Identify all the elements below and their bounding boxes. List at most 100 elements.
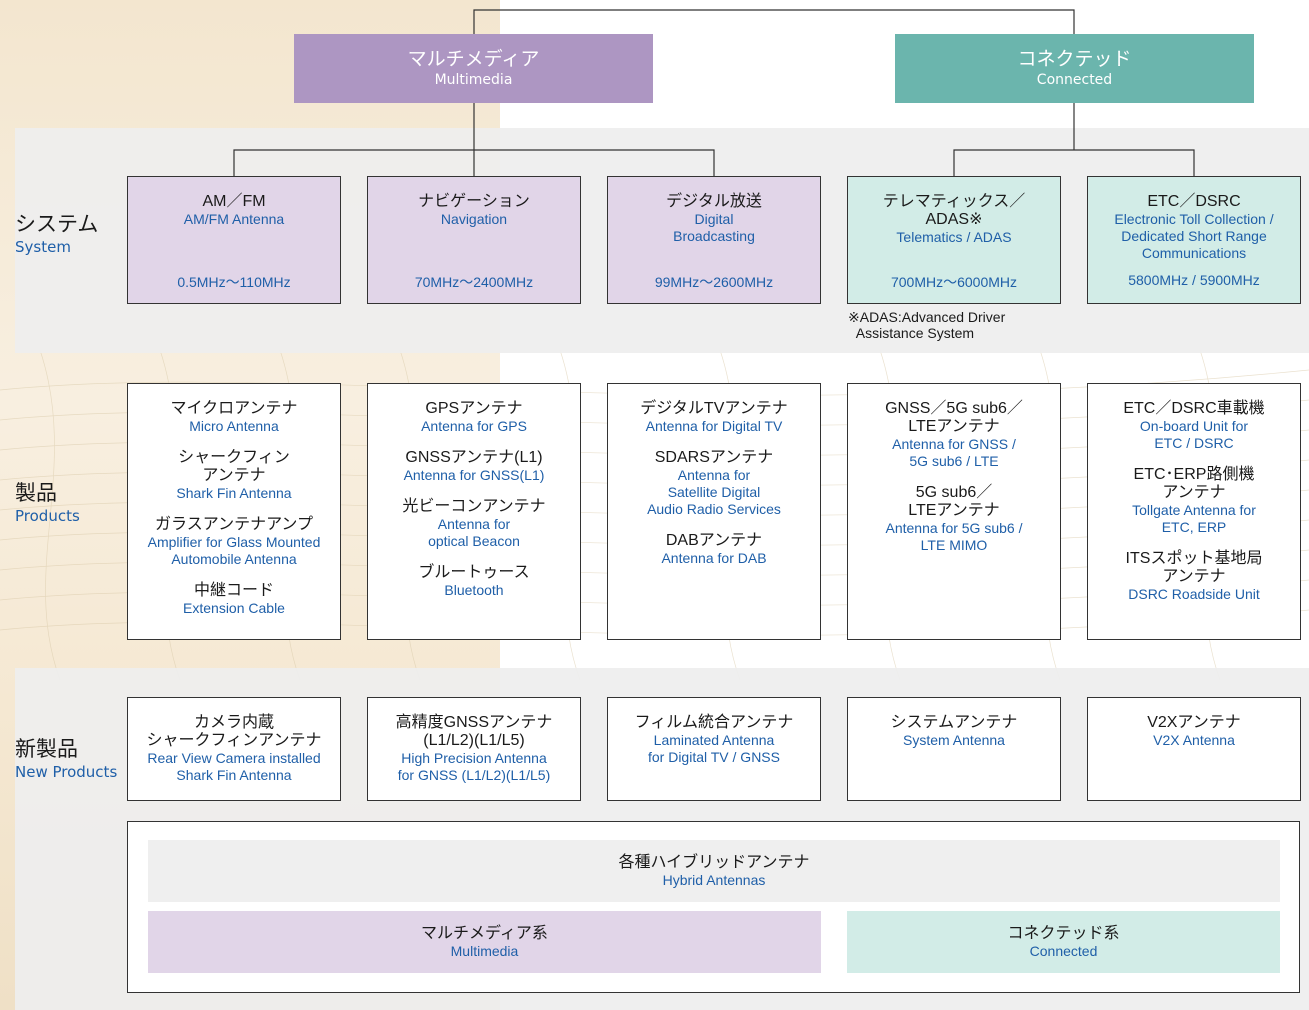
new-product-card-4: システムアンテナ System Antenna — [847, 697, 1061, 801]
hybrid-multimedia-en: Multimedia — [450, 942, 519, 959]
product-jp: デジタルTVアンテナ — [640, 400, 788, 417]
system-card-en: AM/FM Antenna — [183, 211, 285, 227]
product-jp: 中継コード — [193, 582, 274, 599]
hybrid-connected-jp: コネクテッド系 — [1007, 924, 1120, 942]
adas-footnote: ※ADAS:Advanced Driver Assistance System — [848, 309, 1006, 341]
product-en: Extension Cable — [183, 600, 285, 616]
hybrid-multimedia-box: マルチメディア系 Multimedia — [148, 911, 821, 973]
system-card-freq: 0.5MHz〜110MHz — [177, 274, 291, 290]
hybrid-antennas-panel: 各種ハイブリッドアンテナ Hybrid Antennas マルチメディア系 Mu… — [127, 821, 1300, 993]
product-en: Micro Antenna — [189, 418, 279, 434]
new-product-jp: システムアンテナ — [890, 714, 1018, 731]
new-product-jp: 高精度GNSSアンテナ(L1/L2)(L1/L5) — [395, 714, 553, 749]
system-card-jp: ETC／DSRC — [1147, 193, 1241, 210]
connected-header-en: Connected — [1036, 72, 1113, 88]
product-jp: GPSアンテナ — [425, 400, 523, 417]
new-product-en: System Antenna — [903, 732, 1005, 748]
row-label-new-products-en: New Products — [15, 763, 118, 781]
product-en: Antenna for GNSS /5G sub6 / LTE — [892, 436, 1016, 469]
product-jp: 5G sub6／LTEアンテナ — [908, 484, 1000, 519]
system-card-etc-dsrc: ETC／DSRC Electronic Toll Collection /Ded… — [1087, 176, 1301, 304]
row-label-system-jp: システム — [15, 212, 99, 236]
system-card-jp: AM／FM — [202, 193, 266, 210]
product-jp: GNSSアンテナ(L1) — [405, 449, 543, 466]
row-label-system-en: System — [15, 238, 71, 256]
product-jp: SDARSアンテナ — [654, 449, 774, 466]
row-label-new-products-jp: 新製品 — [15, 737, 78, 761]
hybrid-connected-en: Connected — [1029, 942, 1098, 959]
row-label-products-en: Products — [15, 507, 80, 525]
row-label-products-jp: 製品 — [15, 481, 57, 505]
hybrid-title-en: Hybrid Antennas — [662, 871, 766, 888]
multimedia-header-jp: マルチメディア — [407, 48, 540, 70]
product-item: GNSSアンテナ(L1)Antenna for GNSS(L1) — [368, 449, 580, 484]
system-card-freq: 99MHz〜2600MHz — [654, 274, 774, 290]
product-en: DSRC Roadside Unit — [1128, 586, 1260, 602]
system-card-jp: デジタル放送 — [666, 193, 762, 210]
system-card-en: Electronic Toll Collection /Dedicated Sh… — [1114, 211, 1274, 261]
new-product-jp: フィルム統合アンテナ — [634, 714, 794, 731]
hybrid-title-jp: 各種ハイブリッドアンテナ — [618, 853, 810, 871]
product-jp: ガラスアンテナアンプ — [155, 516, 313, 533]
new-product-en: V2X Antenna — [1153, 732, 1235, 748]
product-jp: ブルートゥース — [418, 564, 530, 581]
system-card-freq: 5800MHz / 5900MHz — [1128, 272, 1260, 288]
hybrid-multimedia-jp: マルチメディア系 — [421, 924, 548, 942]
new-product-card-1: カメラ内蔵シャークフィンアンテナ Rear View Camera instal… — [127, 697, 341, 801]
system-card-freq: 700MHz〜6000MHz — [890, 274, 1018, 290]
product-jp: 光ビーコンアンテナ — [402, 498, 546, 515]
product-jp: GNSS／5G sub6／LTEアンテナ — [885, 400, 1023, 435]
new-product-card-5: V2Xアンテナ V2X Antenna — [1087, 697, 1301, 801]
system-card-telematics-adas: テレマティックス／ADAS※ Telematics / ADAS 700MHz〜… — [847, 176, 1061, 304]
product-en: Antenna for GPS — [421, 418, 527, 434]
system-card-en: Navigation — [440, 211, 508, 227]
system-card-am-fm: AM／FM AM/FM Antenna 0.5MHz〜110MHz — [127, 176, 341, 304]
row-label-new-products: 新製品 New Products — [15, 736, 117, 782]
hybrid-connected-box: コネクテッド系 Connected — [847, 911, 1280, 973]
product-jp: ETC／DSRC車載機 — [1123, 400, 1265, 417]
connected-header: コネクテッド Connected — [895, 34, 1254, 103]
row-label-system: システム System — [15, 211, 98, 257]
new-product-jp: V2Xアンテナ — [1147, 714, 1241, 731]
product-en: Antenna for 5G sub6 /LTE MIMO — [885, 520, 1023, 553]
product-en: Bluetooth — [444, 582, 504, 598]
product-jp: DABアンテナ — [665, 532, 763, 549]
multimedia-header-en: Multimedia — [434, 72, 513, 88]
system-card-freq: 70MHz〜2400MHz — [414, 274, 534, 290]
system-card-en: Telematics / ADAS — [896, 229, 1012, 245]
new-product-card-2: 高精度GNSSアンテナ(L1/L2)(L1/L5) High Precision… — [367, 697, 581, 801]
product-jp: ITSスポット基地局アンテナ — [1125, 550, 1263, 585]
product-en: Shark Fin Antenna — [176, 485, 292, 501]
row-label-products: 製品 Products — [15, 480, 80, 526]
product-en: Antenna for DAB — [661, 550, 767, 566]
system-card-jp: ナビゲーション — [418, 193, 530, 210]
connected-header-jp: コネクテッド — [1017, 48, 1132, 70]
